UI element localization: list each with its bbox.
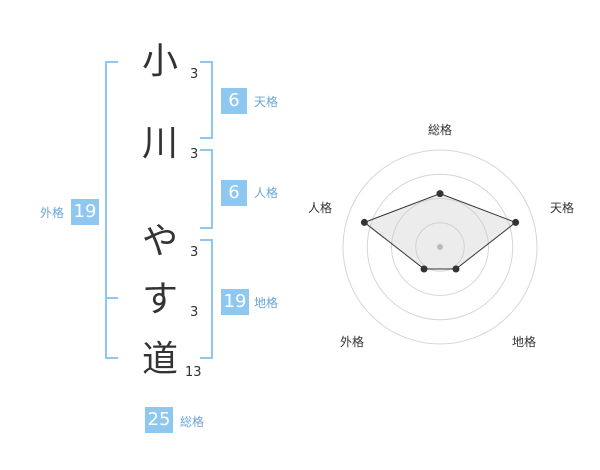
soukaku-badge: 25 — [145, 407, 173, 433]
radar-data-point-3 — [452, 265, 460, 273]
tenkaku-badge: 6 — [221, 88, 247, 114]
stroke-count-1: 3 — [190, 67, 199, 82]
radar-axis-label-chikaku: 地格 — [512, 335, 537, 349]
soukaku-label: 総格 — [180, 415, 205, 429]
chikaku-badge: 19 — [221, 289, 249, 315]
radar-axis-label-gaikaku: 外格 — [340, 335, 365, 349]
radar-ring-3 — [366, 173, 514, 321]
tenkaku-label: 天格 — [254, 95, 279, 109]
radar-data-point-1 — [436, 190, 444, 198]
radar-data-point-2 — [512, 218, 520, 226]
gaikaku-label: 外格 — [40, 206, 65, 220]
name-char-5: 道 — [142, 339, 179, 380]
chikaku-label: 地格 — [254, 296, 279, 310]
stroke-count-5: 13 — [185, 365, 202, 380]
gaikaku-badge: 19 — [71, 199, 99, 225]
radar-center-point — [437, 244, 443, 250]
stroke-count-3: 3 — [190, 245, 199, 260]
radar-ring-1 — [415, 222, 465, 272]
radar-data-point-4 — [420, 265, 428, 273]
jinkaku-label: 人格 — [254, 186, 279, 200]
radar-ring-4 — [342, 149, 538, 345]
radar-axis-label-jinkaku: 人格 — [308, 201, 333, 215]
radar-data-point-5 — [360, 218, 368, 226]
radar-axis-label-soukaku: 総格 — [428, 123, 453, 137]
stroke-count-4: 3 — [190, 305, 199, 320]
stroke-count-2: 3 — [190, 147, 199, 162]
jinkaku-badge: 6 — [221, 180, 247, 206]
name-char-3: や — [142, 221, 179, 262]
name-char-2: 川 — [142, 123, 179, 164]
radar-axis-label-tenkaku: 天格 — [550, 201, 575, 215]
radar-data-polygon — [363, 193, 517, 270]
name-char-1: 小 — [142, 41, 179, 82]
name-char-4: す — [142, 279, 179, 320]
radar-ring-2 — [391, 198, 489, 296]
